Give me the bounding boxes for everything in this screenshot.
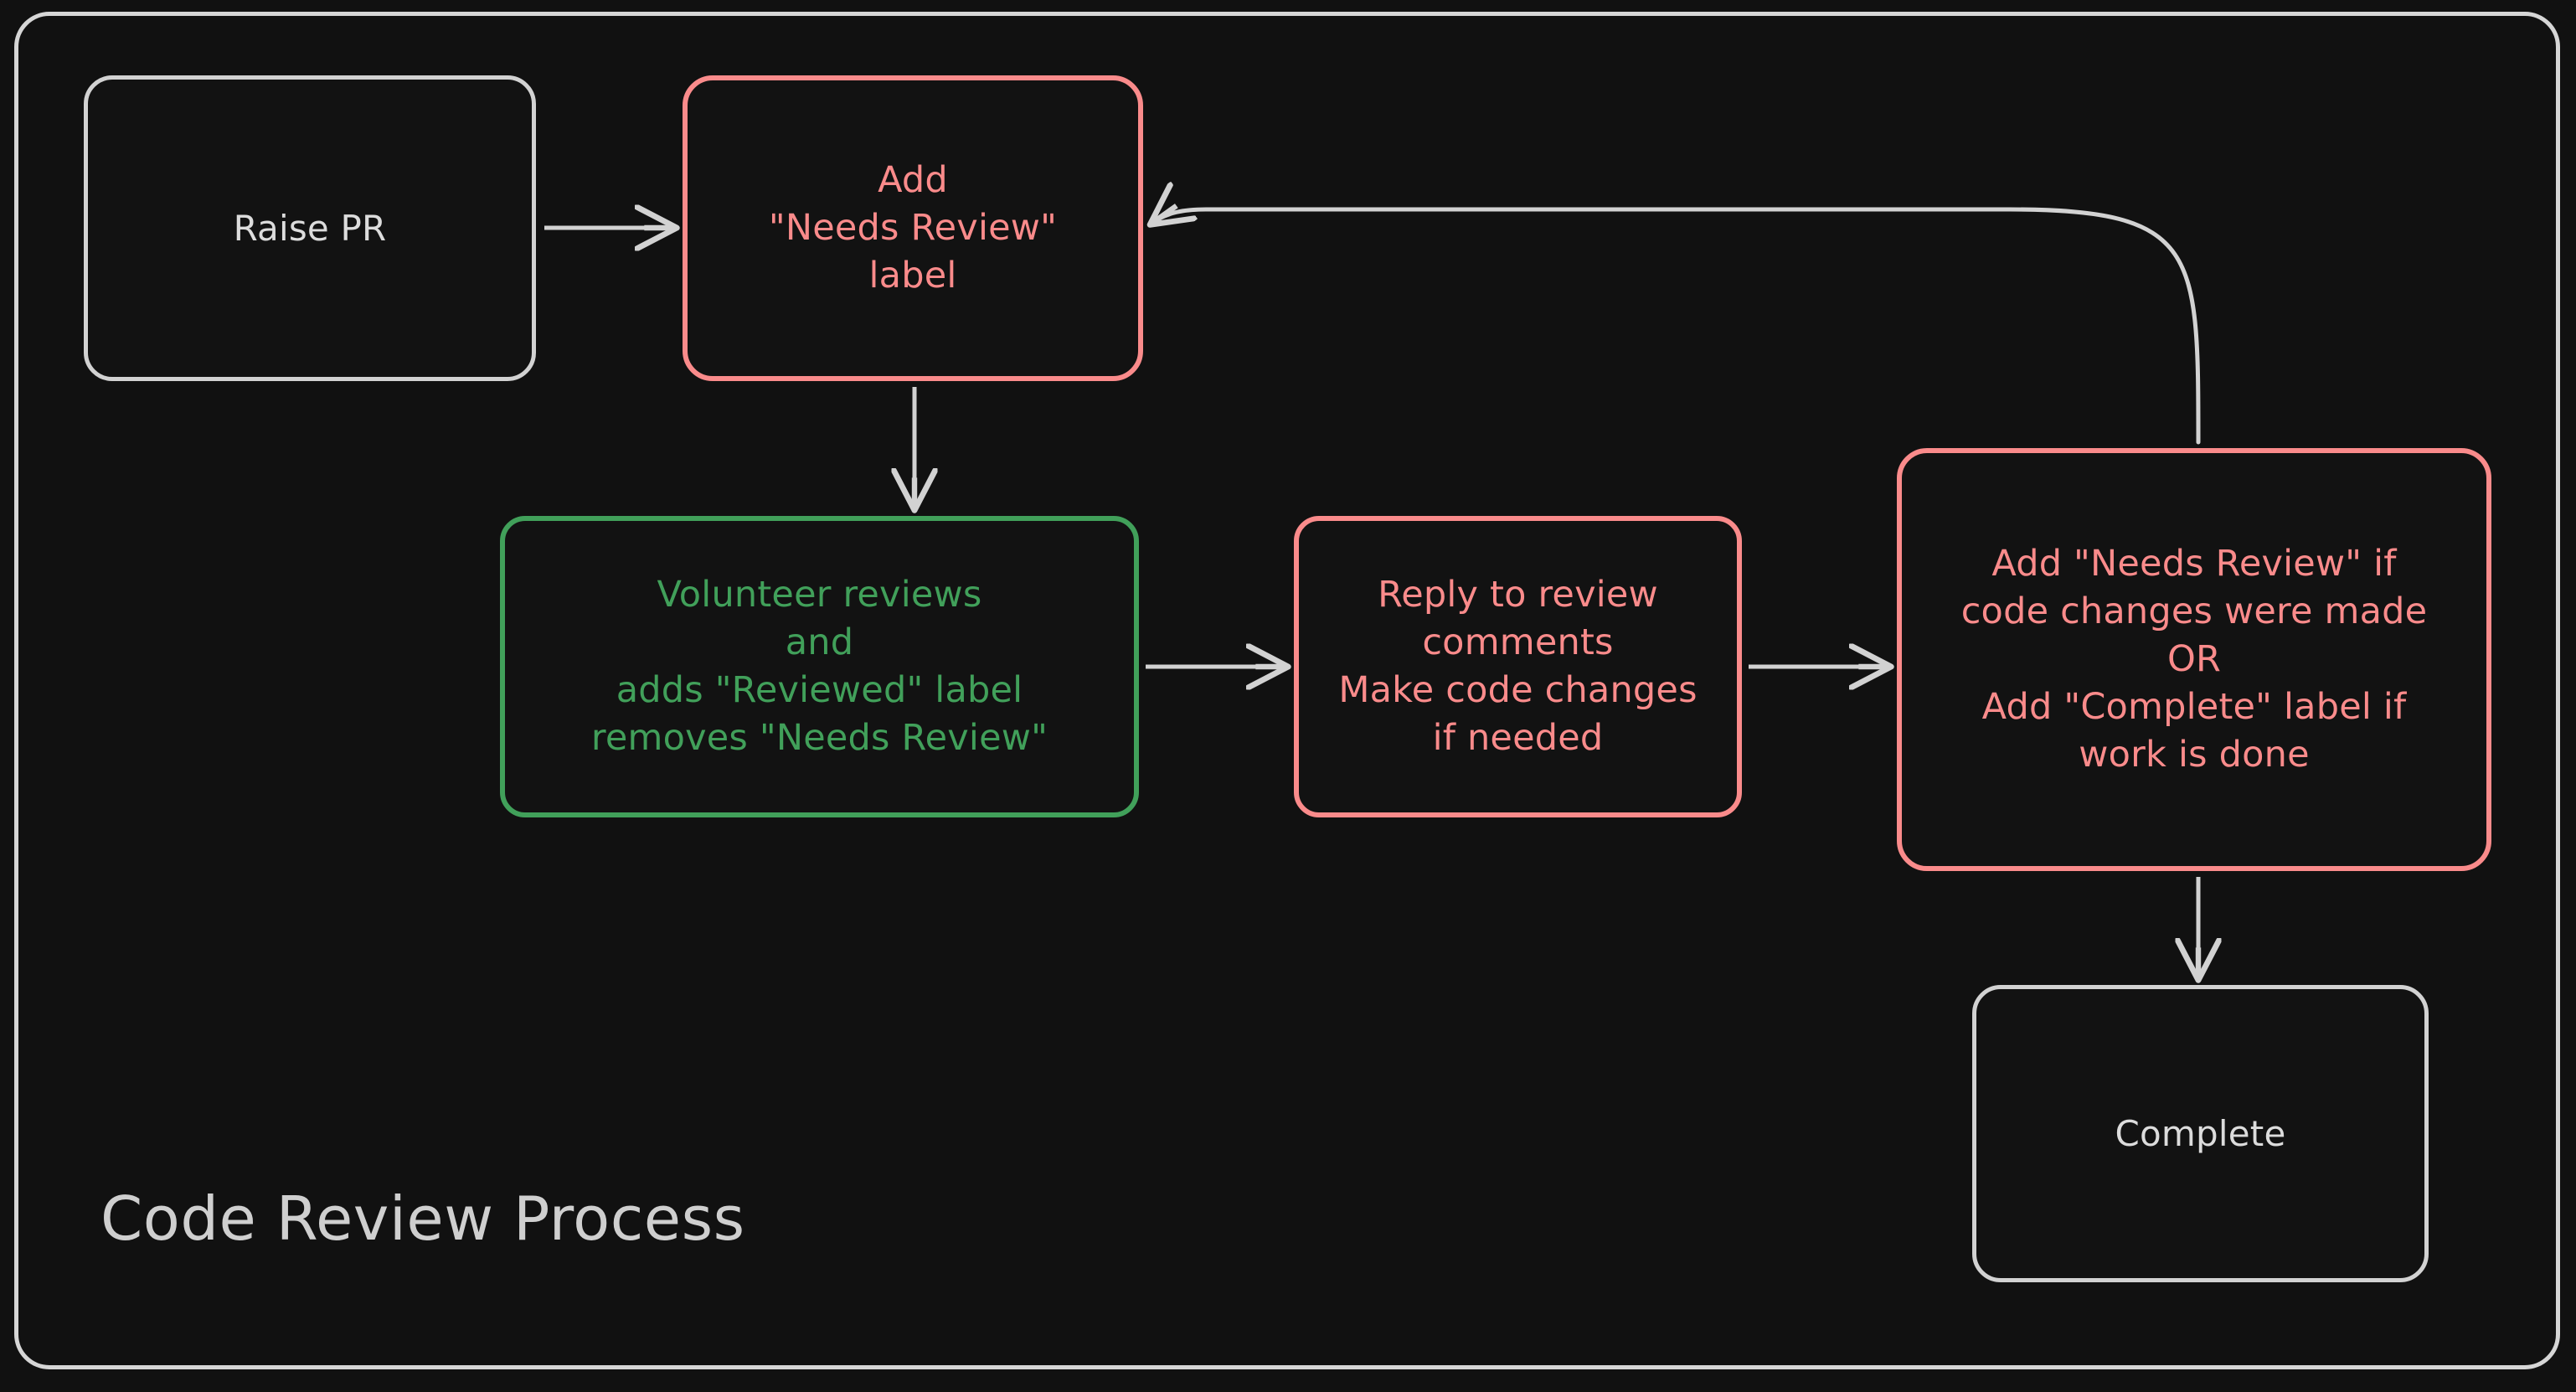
diagram-frame: [14, 12, 2560, 1369]
node-raise-pr[interactable]: Raise PR: [84, 75, 536, 381]
diagram-title: Code Review Process: [100, 1183, 745, 1254]
node-complete[interactable]: Complete: [1972, 985, 2429, 1282]
node-add-needs-review-or-complete[interactable]: Add "Needs Review" if code changes were …: [1897, 448, 2491, 871]
node-volunteer-reviews[interactable]: Volunteer reviews and adds "Reviewed" la…: [500, 516, 1139, 817]
node-add-needs-review-label[interactable]: Add "Needs Review" label: [683, 75, 1143, 381]
node-reply-to-review[interactable]: Reply to review comments Make code chang…: [1294, 516, 1742, 817]
